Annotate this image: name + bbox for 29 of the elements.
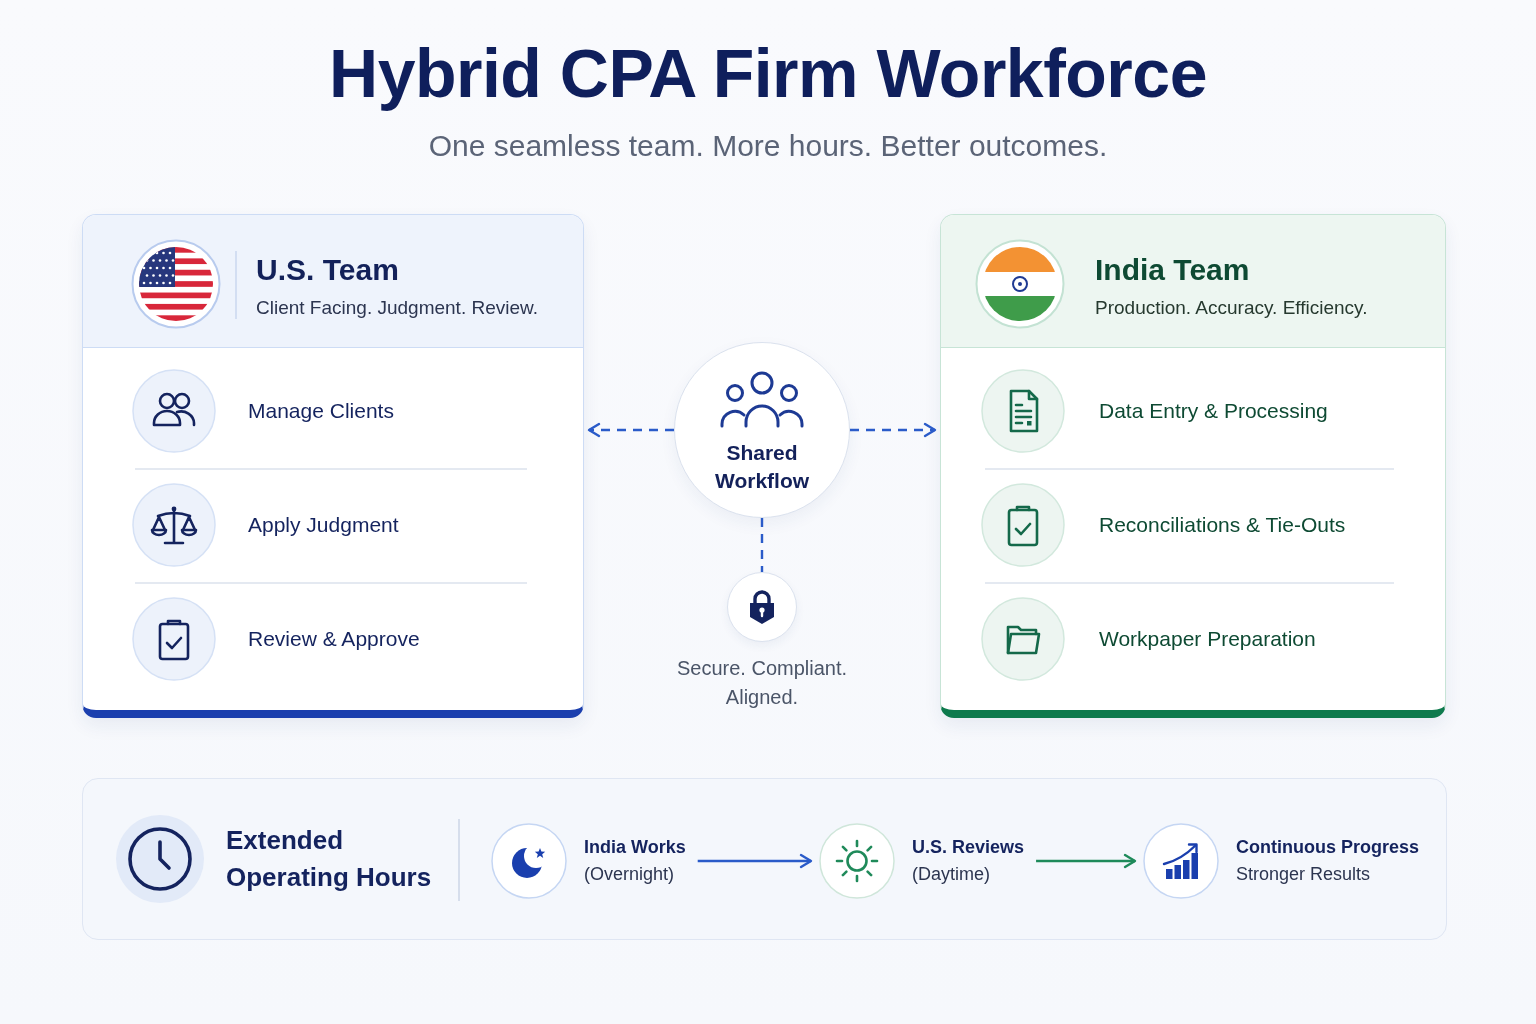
team-tagline: Production. Accuracy. Efficiency. [1095, 296, 1368, 320]
step-note: (Daytime) [912, 863, 991, 886]
subtitle: One seamless team. More hours. Better outcomes. [428, 128, 1108, 164]
team-heading: India Team [1095, 252, 1250, 288]
task-label: Workpaper Preparation [1099, 626, 1316, 652]
task-label: Reconciliations & Tie-Outs [1099, 512, 1346, 538]
task-label: Review & Approve [248, 626, 420, 652]
step-title: India Works [584, 836, 686, 859]
dashed-line [760, 518, 764, 572]
arrow [1036, 853, 1137, 869]
title: Hybrid CPA Firm Workforce [329, 34, 1207, 113]
step-note: Stronger Results [1236, 863, 1372, 886]
task-label: Data Entry & Processing [1099, 398, 1328, 424]
team-heading: U.S. Team [256, 252, 399, 288]
step-title: Continuous Progress [1236, 836, 1419, 859]
task-label: Apply Judgment [248, 512, 399, 538]
task-label: Manage Clients [248, 398, 394, 424]
step-note: (Overnight) [584, 863, 676, 886]
node-label: Shared Workflow [713, 440, 811, 494]
panel-heading: Extended Operating Hours [226, 824, 433, 894]
info-panel [82, 778, 1447, 940]
step-title: U.S. Reviews [912, 836, 1025, 859]
dashed-arrow [850, 422, 937, 438]
caption-text: Secure. Compliant. Aligned. [675, 656, 849, 710]
team-card [82, 214, 584, 718]
dashed-arrow [587, 422, 674, 438]
team-card [940, 214, 1446, 718]
arrow [697, 853, 813, 869]
team-tagline: Client Facing. Judgment. Review. [256, 296, 538, 320]
